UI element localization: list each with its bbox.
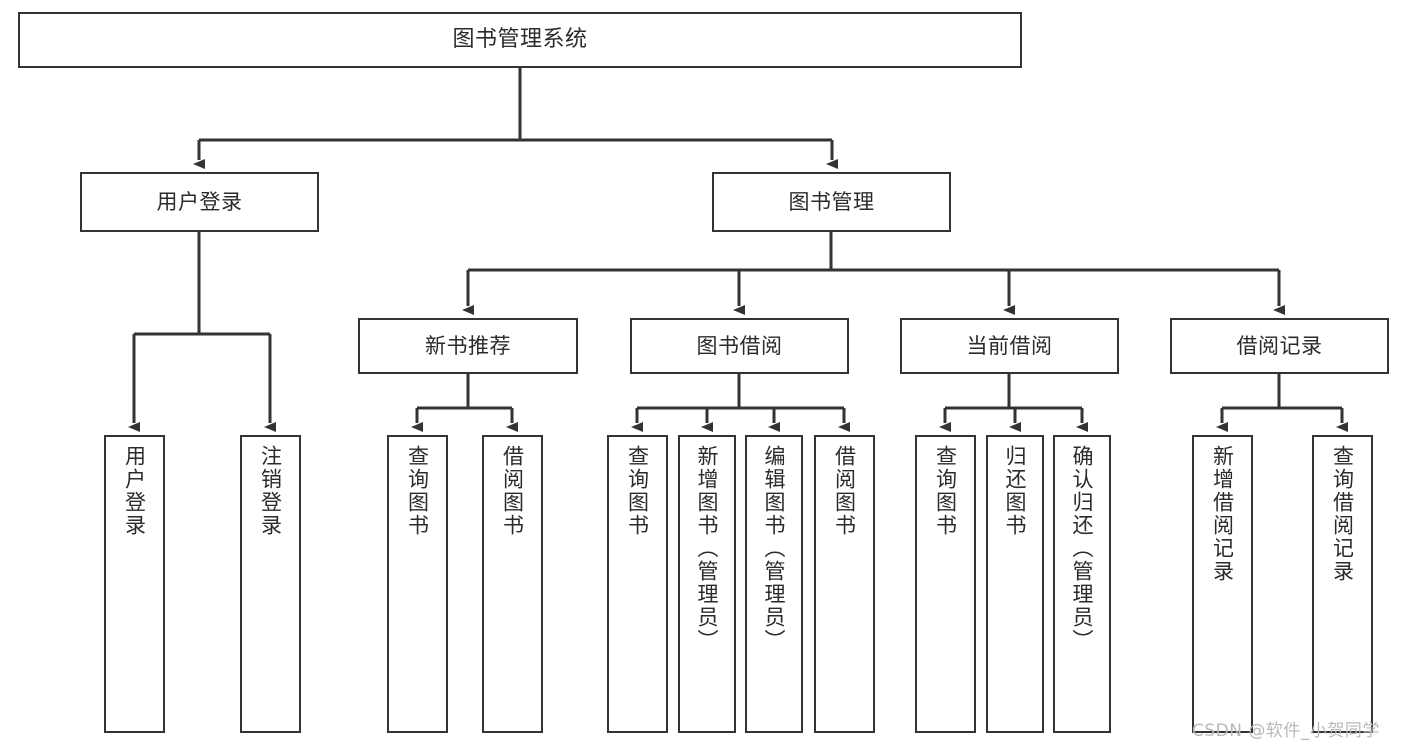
- node-current-borrow[interactable]: 当前借阅: [900, 318, 1119, 374]
- node-new-book-rec[interactable]: 新书推荐: [358, 318, 578, 374]
- edges-newbookrec-to-leaves: [411, 374, 518, 432]
- node-leaf-confirm-return-label: 确认归还（管理员）: [1070, 445, 1095, 652]
- node-book-borrow-label: 图书借阅: [696, 333, 783, 358]
- node-leaf-query-book-1[interactable]: 查询图书: [387, 435, 448, 733]
- node-leaf-logout-label: 注销登录: [258, 445, 283, 537]
- node-leaf-confirm-return[interactable]: 确认归还（管理员）: [1053, 435, 1111, 733]
- node-leaf-borrow-book-2-label: 借阅图书: [832, 445, 857, 537]
- node-leaf-borrow-book-1[interactable]: 借阅图书: [482, 435, 543, 733]
- node-root[interactable]: 图书管理系统: [18, 12, 1022, 68]
- edges-userlogin-to-leaves: [128, 232, 276, 432]
- node-root-label: 图书管理系统: [452, 27, 588, 53]
- node-book-manage[interactable]: 图书管理: [712, 172, 951, 232]
- node-leaf-return-book-label: 归还图书: [1003, 445, 1028, 537]
- node-leaf-logout[interactable]: 注销登录: [240, 435, 301, 733]
- node-new-book-rec-label: 新书推荐: [425, 333, 511, 358]
- node-leaf-edit-book-label: 编辑图书（管理员）: [762, 445, 787, 652]
- node-leaf-borrow-book-1-label: 借阅图书: [500, 445, 525, 537]
- node-leaf-return-book[interactable]: 归还图书: [986, 435, 1044, 733]
- node-user-login[interactable]: 用户登录: [80, 172, 319, 232]
- edges-borrowrecord-to-leaves: [1216, 374, 1348, 432]
- node-leaf-add-record-label: 新增借阅记录: [1210, 445, 1235, 583]
- node-leaf-borrow-book-2[interactable]: 借阅图书: [814, 435, 875, 733]
- node-leaf-query-book-3[interactable]: 查询图书: [915, 435, 976, 733]
- edges-bookmanage-to-level3: [462, 232, 1285, 315]
- watermark: CSDN @软件_小贺同学: [1192, 721, 1380, 741]
- node-leaf-query-record[interactable]: 查询借阅记录: [1312, 435, 1373, 733]
- edges-bookborrow-to-leaves: [631, 374, 850, 432]
- node-leaf-add-book-label: 新增图书（管理员）: [695, 445, 720, 652]
- node-leaf-add-record[interactable]: 新增借阅记录: [1192, 435, 1253, 733]
- node-leaf-query-record-label: 查询借阅记录: [1330, 445, 1355, 583]
- node-leaf-add-book[interactable]: 新增图书（管理员）: [678, 435, 736, 733]
- edges-root-to-level2: [193, 68, 838, 169]
- node-leaf-query-book-2[interactable]: 查询图书: [607, 435, 668, 733]
- node-leaf-query-book-3-label: 查询图书: [933, 445, 958, 537]
- node-leaf-user-login-label: 用户登录: [122, 445, 147, 537]
- node-leaf-edit-book[interactable]: 编辑图书（管理员）: [745, 435, 803, 733]
- node-book-manage-label: 图书管理: [788, 189, 875, 214]
- node-user-login-label: 用户登录: [156, 189, 243, 214]
- node-leaf-user-login[interactable]: 用户登录: [104, 435, 165, 733]
- edges-currentborrow-to-leaves: [939, 374, 1088, 432]
- node-current-borrow-label: 当前借阅: [966, 333, 1053, 358]
- node-borrow-record[interactable]: 借阅记录: [1170, 318, 1389, 374]
- node-leaf-query-book-1-label: 查询图书: [405, 445, 430, 537]
- node-leaf-query-book-2-label: 查询图书: [625, 445, 650, 537]
- node-borrow-record-label: 借阅记录: [1236, 333, 1323, 358]
- node-book-borrow[interactable]: 图书借阅: [630, 318, 849, 374]
